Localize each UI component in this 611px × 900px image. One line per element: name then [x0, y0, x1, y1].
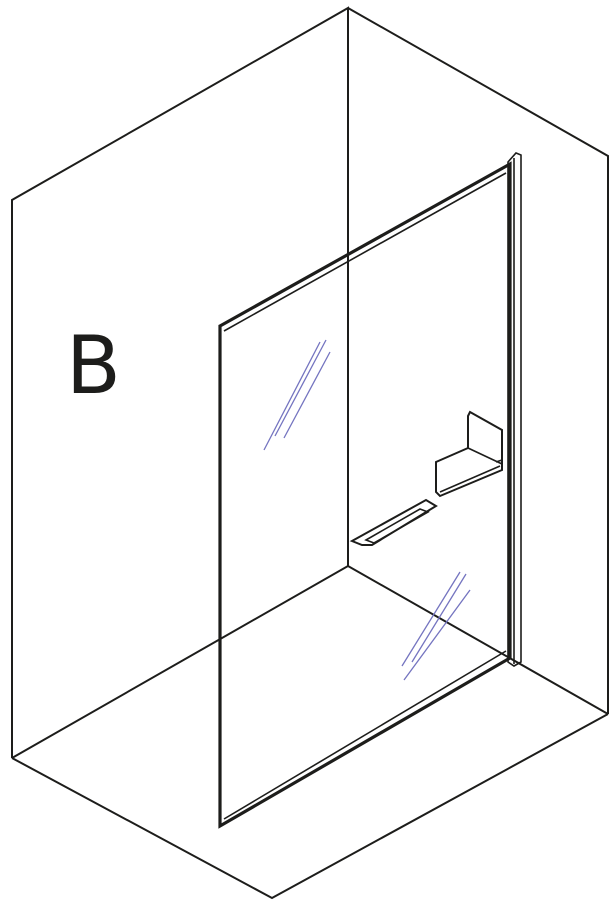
- upper-shelf: [435, 410, 503, 498]
- upper-shelf-back-edge: [467, 447, 503, 465]
- variant-label: B: [66, 319, 121, 412]
- reflection-line: [401, 571, 461, 667]
- glass-panel: [218, 161, 512, 829]
- lower-shelf: [349, 498, 438, 546]
- room-floor-outline: [11, 713, 609, 900]
- wall-profile: [507, 152, 522, 667]
- upper-shelf-outline: [435, 410, 503, 498]
- reflection-line: [283, 351, 331, 439]
- room-left-wall-outline: [11, 6, 349, 758]
- reflection-line: [411, 573, 467, 663]
- upper-shelf-lip: [439, 459, 503, 493]
- reflection-line: [274, 339, 327, 437]
- room-box: [11, 6, 609, 900]
- glass-panel-frame: [218, 161, 512, 829]
- glass-reflection-marks-lower: [401, 571, 471, 681]
- glass-panel-bottom-inner-edge: [223, 650, 507, 820]
- glass-reflection-marks-upper: [263, 339, 331, 451]
- room-back-floor-edges: [11, 564, 609, 759]
- lower-shelf-outline: [349, 498, 438, 546]
- glass-panel-top-inner-edge: [223, 172, 507, 332]
- room-right-wall-outline: [347, 7, 609, 714]
- wall-profile-outline: [507, 152, 522, 667]
- reflection-line: [263, 341, 321, 451]
- lower-shelf-inner-slot: [364, 508, 430, 544]
- reflection-line: [403, 589, 471, 681]
